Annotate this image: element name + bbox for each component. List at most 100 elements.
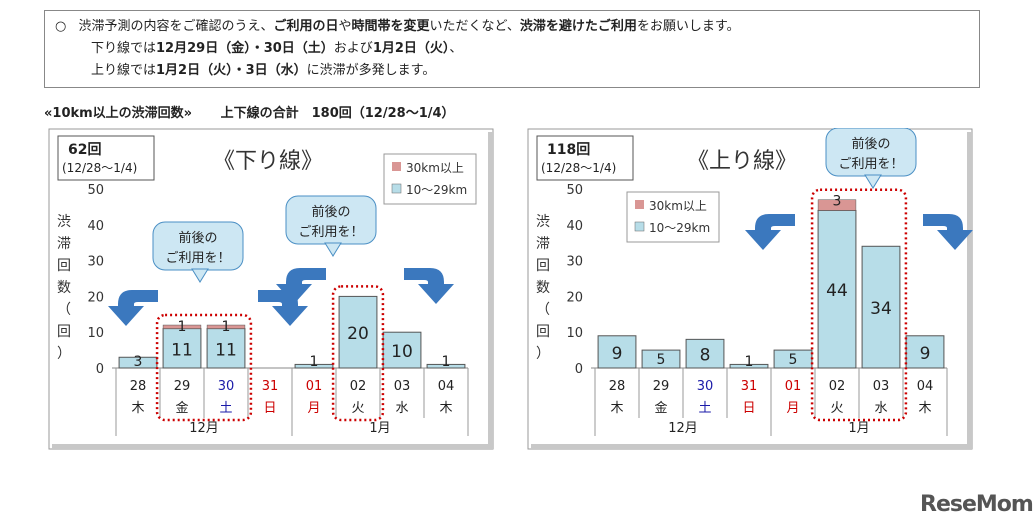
y-tick-label: 40 bbox=[566, 219, 583, 234]
y-axis-label-char: ） bbox=[536, 346, 550, 362]
bar-low bbox=[729, 363, 769, 369]
x-tick-weekday: 火 bbox=[830, 401, 843, 416]
bar-low bbox=[162, 328, 202, 369]
x-tick-day: 02 bbox=[829, 379, 846, 394]
legend-swatch-low bbox=[634, 221, 645, 232]
chart-shadow-bottom bbox=[52, 444, 493, 449]
legend-label-high: 30km以上 bbox=[649, 199, 707, 213]
bar-value-low: 5 bbox=[657, 352, 666, 368]
chart-title: 《上り線》 bbox=[687, 149, 797, 174]
y-axis-label-char: 滞 bbox=[536, 236, 550, 252]
x-tick-weekday: 月 bbox=[307, 401, 320, 416]
notice-line-3-seg-0: 上り線では bbox=[91, 63, 157, 78]
y-tick-label: 50 bbox=[87, 183, 104, 198]
x-tick-weekday: 火 bbox=[351, 401, 364, 416]
y-tick-label: 10 bbox=[566, 326, 583, 341]
bar-low bbox=[685, 338, 725, 369]
x-tick-weekday: 木 bbox=[439, 401, 452, 416]
curved-arrow-icon bbox=[923, 214, 973, 250]
curved-arrow-icon bbox=[276, 268, 326, 304]
callout-tail bbox=[191, 268, 209, 283]
curved-arrow-icon bbox=[108, 290, 158, 326]
x-tick-day: 29 bbox=[653, 379, 670, 394]
y-tick-label: 20 bbox=[87, 290, 104, 305]
x-tick-day: 01 bbox=[306, 379, 323, 394]
x-tick-day: 04 bbox=[438, 379, 455, 394]
total-box bbox=[57, 135, 155, 181]
y-tick-label: 0 bbox=[575, 362, 583, 377]
notice-line-1-seg-1: ご利用の日 bbox=[273, 19, 339, 34]
notice-line-1-seg-4: いただくなど、 bbox=[429, 19, 520, 34]
bar-value-low: 1 bbox=[310, 354, 319, 370]
bar-value-low: 3 bbox=[134, 354, 143, 370]
x-tick-weekday: 水 bbox=[874, 401, 887, 416]
x-tick-weekday: 水 bbox=[395, 401, 408, 416]
notice-line-1-seg-0: 渋滞予測の内容をご確認のうえ、 bbox=[78, 19, 274, 34]
bar-value-high: 1 bbox=[222, 319, 231, 335]
bar-value-low: 20 bbox=[347, 324, 369, 344]
x-tick-day: 03 bbox=[394, 379, 411, 394]
chart-shadow-bottom bbox=[531, 444, 972, 449]
y-axis-label-char: 数 bbox=[536, 280, 550, 296]
bar-low bbox=[382, 331, 422, 369]
bar-low bbox=[861, 245, 901, 369]
legend-swatch-high bbox=[392, 162, 401, 171]
y-axis-label-char: （ bbox=[536, 302, 550, 318]
notice-line-3-seg-1: 1月2日（火）・3日（水） bbox=[156, 63, 307, 78]
total-box bbox=[536, 135, 634, 181]
chart-down-svg: 01020304050渋滞回数（回）62回(12/28～1/4)《下り線》30k… bbox=[48, 128, 494, 450]
highlight-outline bbox=[155, 313, 253, 422]
curved-arrow-icon bbox=[745, 214, 795, 250]
bar-value-low: 9 bbox=[612, 344, 623, 364]
bar-low bbox=[817, 209, 857, 369]
bar-value-high: 1 bbox=[178, 319, 187, 335]
callout-tail bbox=[864, 174, 882, 189]
x-tick-weekday: 木 bbox=[131, 401, 144, 416]
y-axis-label-char: 回 bbox=[57, 324, 71, 340]
notice-line-3: 上り線では1月2日（火）・3日（水）に渋滞が多発します。 bbox=[91, 61, 435, 80]
x-tick-day: 30 bbox=[697, 379, 714, 394]
chart-title: 《下り線》 bbox=[213, 149, 323, 174]
summary-left: «10km以上の渋滞回数» bbox=[44, 106, 193, 121]
period-label: (12/28～1/4) bbox=[541, 161, 616, 175]
y-tick-label: 30 bbox=[566, 255, 583, 270]
chart-shadow-right bbox=[488, 132, 493, 449]
callout-tail bbox=[324, 242, 342, 257]
bar-low bbox=[294, 363, 334, 369]
x-tick-weekday: 金 bbox=[654, 400, 667, 416]
bar-value-low: 1 bbox=[442, 354, 451, 370]
notice-line-1-seg-5: 渋滞を避けたご利用 bbox=[519, 19, 637, 34]
y-axis-label-char: ） bbox=[57, 346, 71, 362]
y-tick-label: 20 bbox=[566, 290, 583, 305]
y-tick-label: 0 bbox=[96, 362, 104, 377]
y-axis-label-char: （ bbox=[57, 302, 71, 318]
bar-value-low: 10 bbox=[391, 342, 413, 362]
period-label: (12/28～1/4) bbox=[62, 161, 137, 175]
month-label-jan: 1月 bbox=[848, 421, 869, 436]
bar-value-low: 11 bbox=[171, 340, 193, 360]
notice-line-1-seg-3: 時間帯を変更 bbox=[351, 19, 430, 34]
highlight-outline bbox=[810, 188, 908, 422]
x-tick-day: 31 bbox=[262, 379, 279, 394]
bar-value-high: 3 bbox=[833, 194, 842, 210]
notice-line-2-seg-1: 12月29日（金）・30日（土） bbox=[156, 41, 334, 56]
chart-shadow-right bbox=[967, 132, 972, 449]
x-tick-weekday: 木 bbox=[918, 401, 931, 416]
y-axis-label-char: 滞 bbox=[57, 236, 71, 252]
notice-line-1-seg-2: や bbox=[338, 19, 352, 34]
callout-text-2: ご利用を！ bbox=[838, 156, 903, 172]
bar-high bbox=[162, 324, 202, 329]
notice-line-1: ○ 渋滞予測の内容をご確認のうえ、ご利用の日や時間帯を変更いただくなど、渋滞を避… bbox=[55, 17, 740, 36]
x-tick-weekday: 木 bbox=[610, 401, 623, 416]
notice-box: ○ 渋滞予測の内容をご確認のうえ、ご利用の日や時間帯を変更いただくなど、渋滞を避… bbox=[44, 10, 980, 88]
x-tick-weekday: 金 bbox=[175, 400, 188, 416]
x-tick-weekday: 土 bbox=[219, 401, 232, 416]
month-label-jan: 1月 bbox=[369, 421, 390, 436]
y-axis-label-char: 数 bbox=[57, 280, 71, 296]
x-tick-day: 03 bbox=[873, 379, 890, 394]
legend-swatch-low bbox=[391, 183, 402, 194]
notice-line-2-seg-2: および bbox=[333, 41, 373, 56]
x-tick-weekday: 月 bbox=[786, 401, 799, 416]
x-tick-weekday: 土 bbox=[698, 401, 711, 416]
